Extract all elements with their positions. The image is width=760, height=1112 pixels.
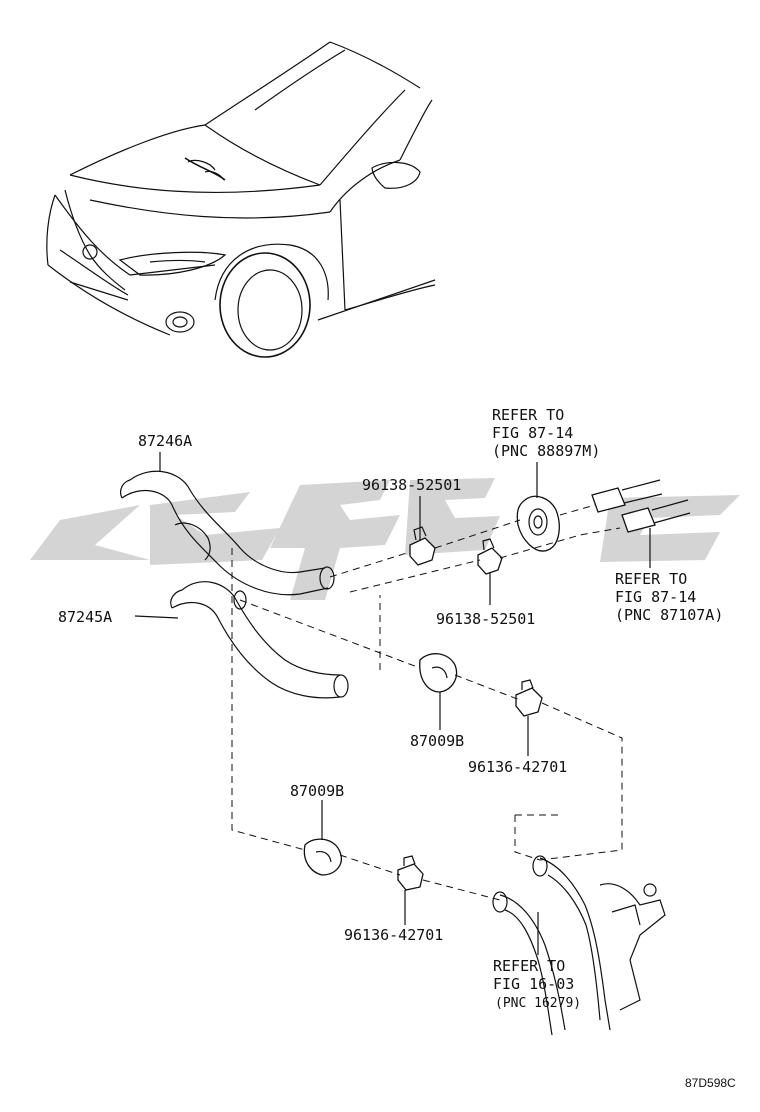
car-illustration (46, 41, 436, 358)
label-87245a: 87245A (58, 608, 112, 626)
refer-16279-line3: (PNC 16279) (495, 996, 581, 1011)
heater-pipes (492, 855, 666, 1036)
clip-small-mid (515, 679, 543, 717)
refer-87107a-line1: REFER TO (615, 570, 687, 588)
dashed-assembly-lines (231, 504, 623, 901)
clip-small-low (397, 855, 424, 891)
label-96136-42701-mid: 96136-42701 (468, 758, 567, 776)
hose-87246a (119, 470, 335, 596)
watermark-logo (30, 478, 740, 600)
clip-mid (477, 538, 503, 575)
figure-code: 87D598C (685, 1076, 736, 1090)
label-96138-52501-mid: 96138-52501 (436, 610, 535, 628)
refer-88897m-line3: (PNC 88897M) (492, 442, 600, 460)
hose-87245a (170, 581, 349, 699)
refer-87107a-line3: (PNC 87107A) (615, 606, 723, 624)
refer-note-88897m: REFER TO FIG 87-14 (PNC 88897M) (492, 406, 600, 460)
part-labels: 87246A 87245A 96138-52501 96138-52501 87… (58, 432, 567, 944)
grommet-part (516, 495, 560, 552)
refer-87107a-line2: FIG 87-14 (615, 588, 696, 606)
refer-16279-line2: FIG 16-03 (493, 975, 574, 993)
label-87009b-low: 87009B (290, 782, 344, 800)
leader-lines (134, 452, 651, 955)
label-87246a: 87246A (138, 432, 192, 450)
fitting-parts (591, 479, 691, 533)
refer-88897m-line1: REFER TO (492, 406, 564, 424)
clamp-mid (419, 653, 458, 693)
refer-note-16279: REFER TO FIG 16-03 (PNC 16279) (493, 957, 581, 1011)
refer-88897m-line2: FIG 87-14 (492, 424, 573, 442)
clip-top (409, 526, 436, 566)
refer-note-87107a: REFER TO FIG 87-14 (PNC 87107A) (615, 570, 723, 624)
refer-16279-line1: REFER TO (493, 957, 565, 975)
label-96136-42701-low: 96136-42701 (344, 926, 443, 944)
clamp-low (303, 838, 342, 876)
label-96138-52501-top: 96138-52501 (362, 476, 461, 494)
label-87009b-mid: 87009B (410, 732, 464, 750)
